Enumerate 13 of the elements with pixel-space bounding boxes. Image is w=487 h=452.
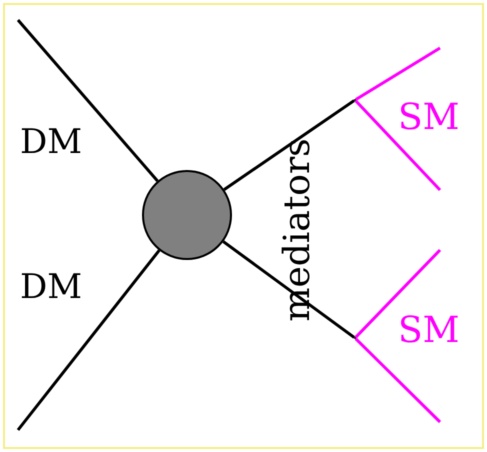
line: [16, 249, 160, 431]
line: [223, 99, 356, 191]
particle-label: SM: [398, 313, 460, 349]
edge-label: DM: [20, 270, 82, 304]
line: [222, 240, 356, 339]
line: [16, 19, 159, 182]
line: [354, 100, 442, 192]
particle-label: mediators: [280, 138, 316, 322]
line: [355, 46, 441, 101]
edge-label: DM: [20, 125, 82, 159]
line: [354, 338, 442, 424]
particle-label: SM: [398, 100, 460, 136]
line: [354, 248, 442, 338]
